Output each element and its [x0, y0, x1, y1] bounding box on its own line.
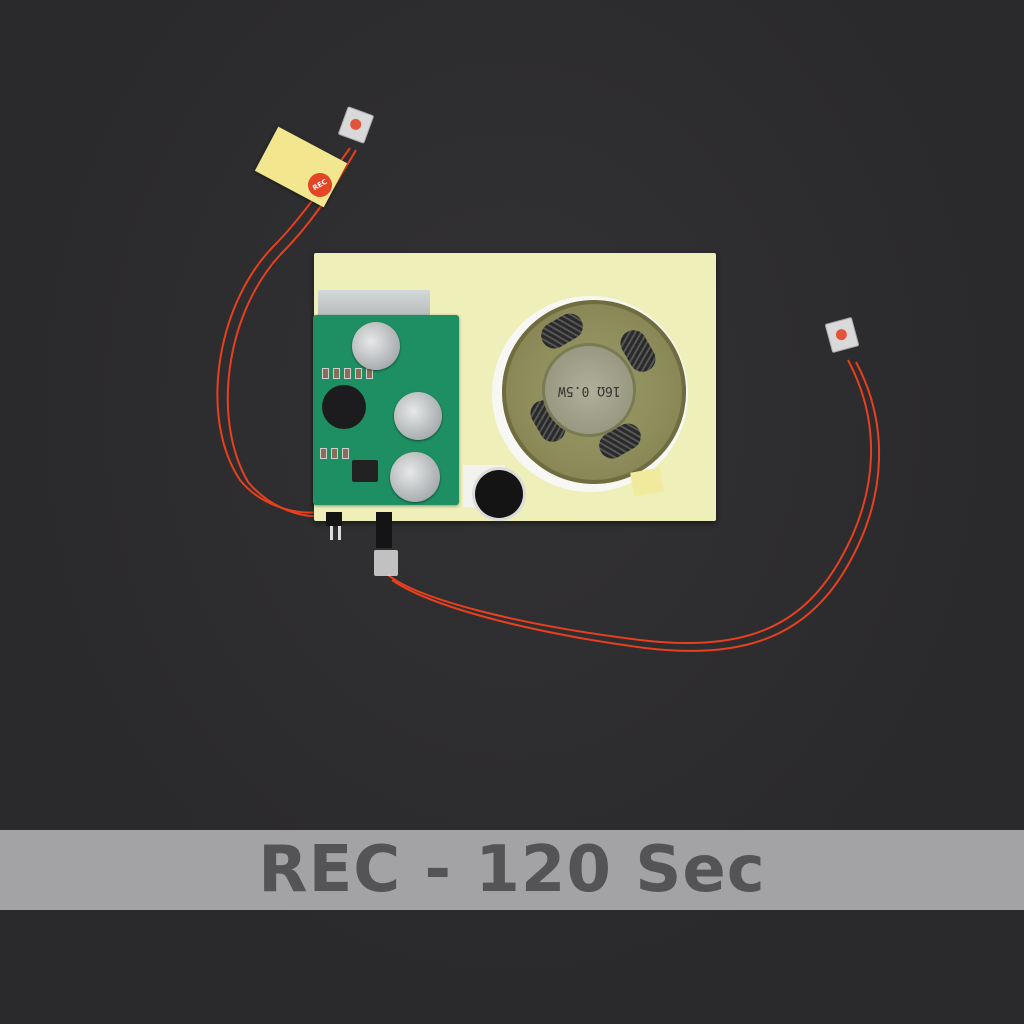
pin: [330, 526, 333, 540]
button-cap-icon: [348, 117, 363, 132]
cob-chip: [322, 385, 366, 429]
caption-text: REC - 120 Sec: [258, 833, 766, 907]
ic-chip: [352, 460, 378, 482]
coin-cell-battery-3: [390, 452, 440, 502]
wire-connector: [374, 550, 398, 576]
tape-tab: [630, 467, 664, 497]
smd-resistors-bottom: [320, 448, 349, 459]
speaker-rating-label: 16Ω 0.5W: [557, 383, 621, 398]
microphone: [475, 470, 523, 518]
pin-header-left: [326, 512, 342, 526]
caption-banner: REC - 120 Sec: [0, 830, 1024, 910]
coin-cell-battery-2: [394, 392, 442, 440]
pin: [338, 526, 341, 540]
speaker-magnet-cap: 16Ω 0.5W: [545, 346, 633, 434]
button-cap-icon: [834, 327, 849, 342]
coin-cell-battery-1: [352, 322, 400, 370]
smd-resistors-top: [322, 368, 373, 379]
pin-header-right: [376, 512, 392, 548]
